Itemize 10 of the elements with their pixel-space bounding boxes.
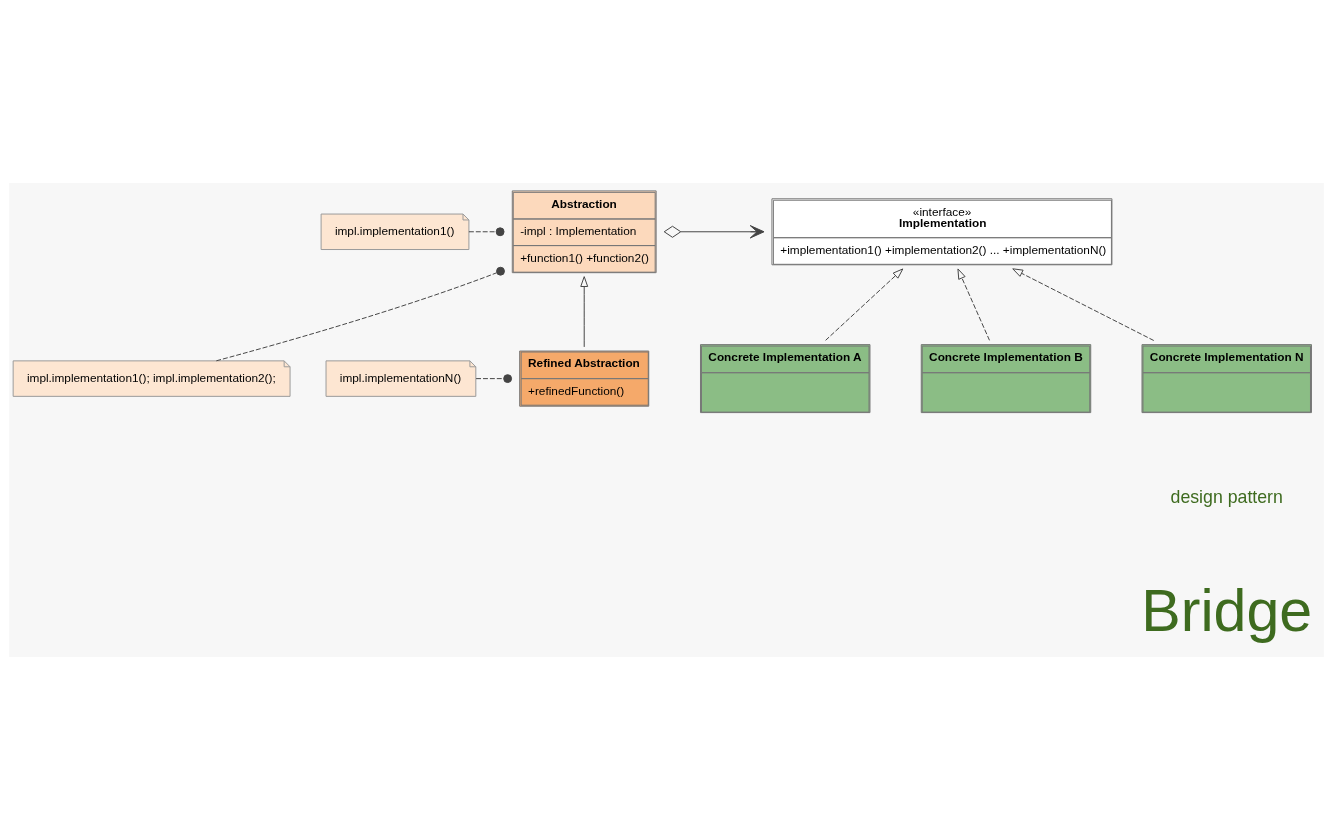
arrow	[825, 267, 904, 341]
arrow	[580, 275, 589, 347]
connector	[475, 373, 513, 383]
label: Bridge	[1141, 576, 1313, 644]
label: design pattern	[1170, 486, 1283, 507]
connector	[215, 266, 505, 361]
connector	[468, 226, 505, 236]
arrow	[1012, 267, 1155, 341]
arrow	[957, 267, 990, 341]
arrow	[663, 224, 765, 238]
